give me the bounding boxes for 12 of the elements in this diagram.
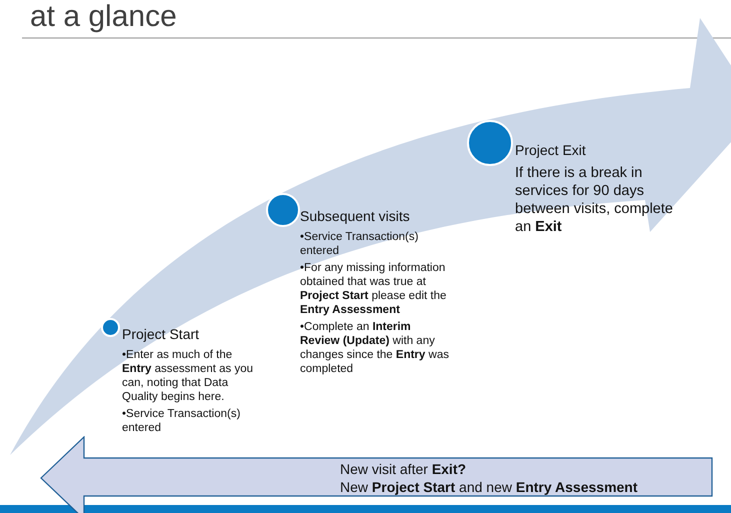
bullet-text: •For any missing information obtained that was true at Project Start please edit the Entry Assessment xyxy=(300,261,448,317)
stage-heading: Project Exit xyxy=(515,142,587,158)
arrow-text: New Project Start and new Entry Assessment xyxy=(340,479,638,495)
stage-heading: Subsequent visits xyxy=(300,208,411,224)
bullet-text: •Service Transaction(s) entered xyxy=(300,230,420,258)
bullet-text: •Service Transaction(s) entered xyxy=(122,407,242,435)
slide-title: at a glance xyxy=(30,0,177,34)
arrow-text: New visit after Exit? xyxy=(340,461,466,477)
bullet-text: •Complete an Interim Review (Update) with any changes since the Entry was completed xyxy=(300,320,450,376)
stage-description: If there is a break in services for 90 days between visits, complete an Exit xyxy=(515,164,674,236)
bullet-text: •Enter as much of the Entry assessment as you can, noting that Data Quality begins here. xyxy=(122,348,254,404)
stage-heading: Project Start xyxy=(122,326,200,342)
